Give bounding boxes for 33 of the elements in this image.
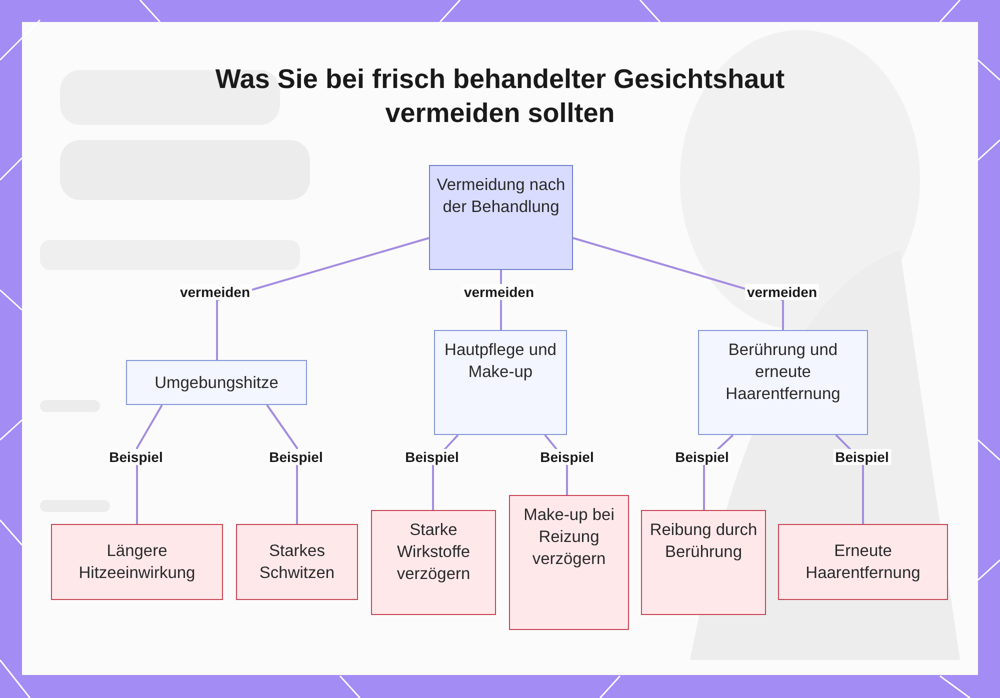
diagram-title: Was Sie bei frisch behandelter Gesichtshaut vermeiden sollten [214, 63, 786, 130]
example-box [778, 524, 948, 600]
node-text: Berührung und erneute Haarentfernung [724, 340, 842, 405]
category-box [434, 330, 567, 435]
node-text: Umgebungshitze [154, 372, 278, 394]
node-text: Make-up bei Reizung verzögern [522, 505, 616, 570]
edge-label: Beispiel [833, 449, 891, 465]
category-box [126, 360, 307, 405]
example-box [509, 495, 629, 630]
category-box [698, 330, 868, 435]
example-box [641, 510, 766, 615]
example-box [51, 524, 223, 600]
edge-label: Beispiel [538, 449, 596, 465]
node-text: Erneute Haarentfernung [804, 541, 922, 584]
edge-label: vermeiden [178, 284, 252, 300]
edge-label: Beispiel [403, 449, 461, 465]
edge-label: Beispiel [267, 449, 325, 465]
edge-label: Beispiel [107, 449, 165, 465]
connector-line [136, 404, 163, 524]
category-box [429, 165, 573, 270]
connector-line [216, 237, 430, 360]
node-text: Reibung durch Berührung [648, 520, 758, 563]
edge-label: vermeiden [744, 284, 820, 300]
node-text: Starke Wirkstoffe verzögern [396, 520, 472, 585]
example-box [236, 524, 358, 600]
example-box [371, 510, 496, 615]
edge-label: vermeiden [462, 284, 536, 300]
edge-label: Beispiel [673, 449, 731, 465]
node-text: Hautpflege und Make-up [444, 340, 558, 383]
node-text: Starkes Schwitzen [258, 541, 336, 584]
connector-line [266, 404, 298, 524]
node-text: Längere Hitzeeinwirkung [78, 541, 196, 584]
node-text: Vermeidung nach der Behandlung [436, 175, 566, 218]
